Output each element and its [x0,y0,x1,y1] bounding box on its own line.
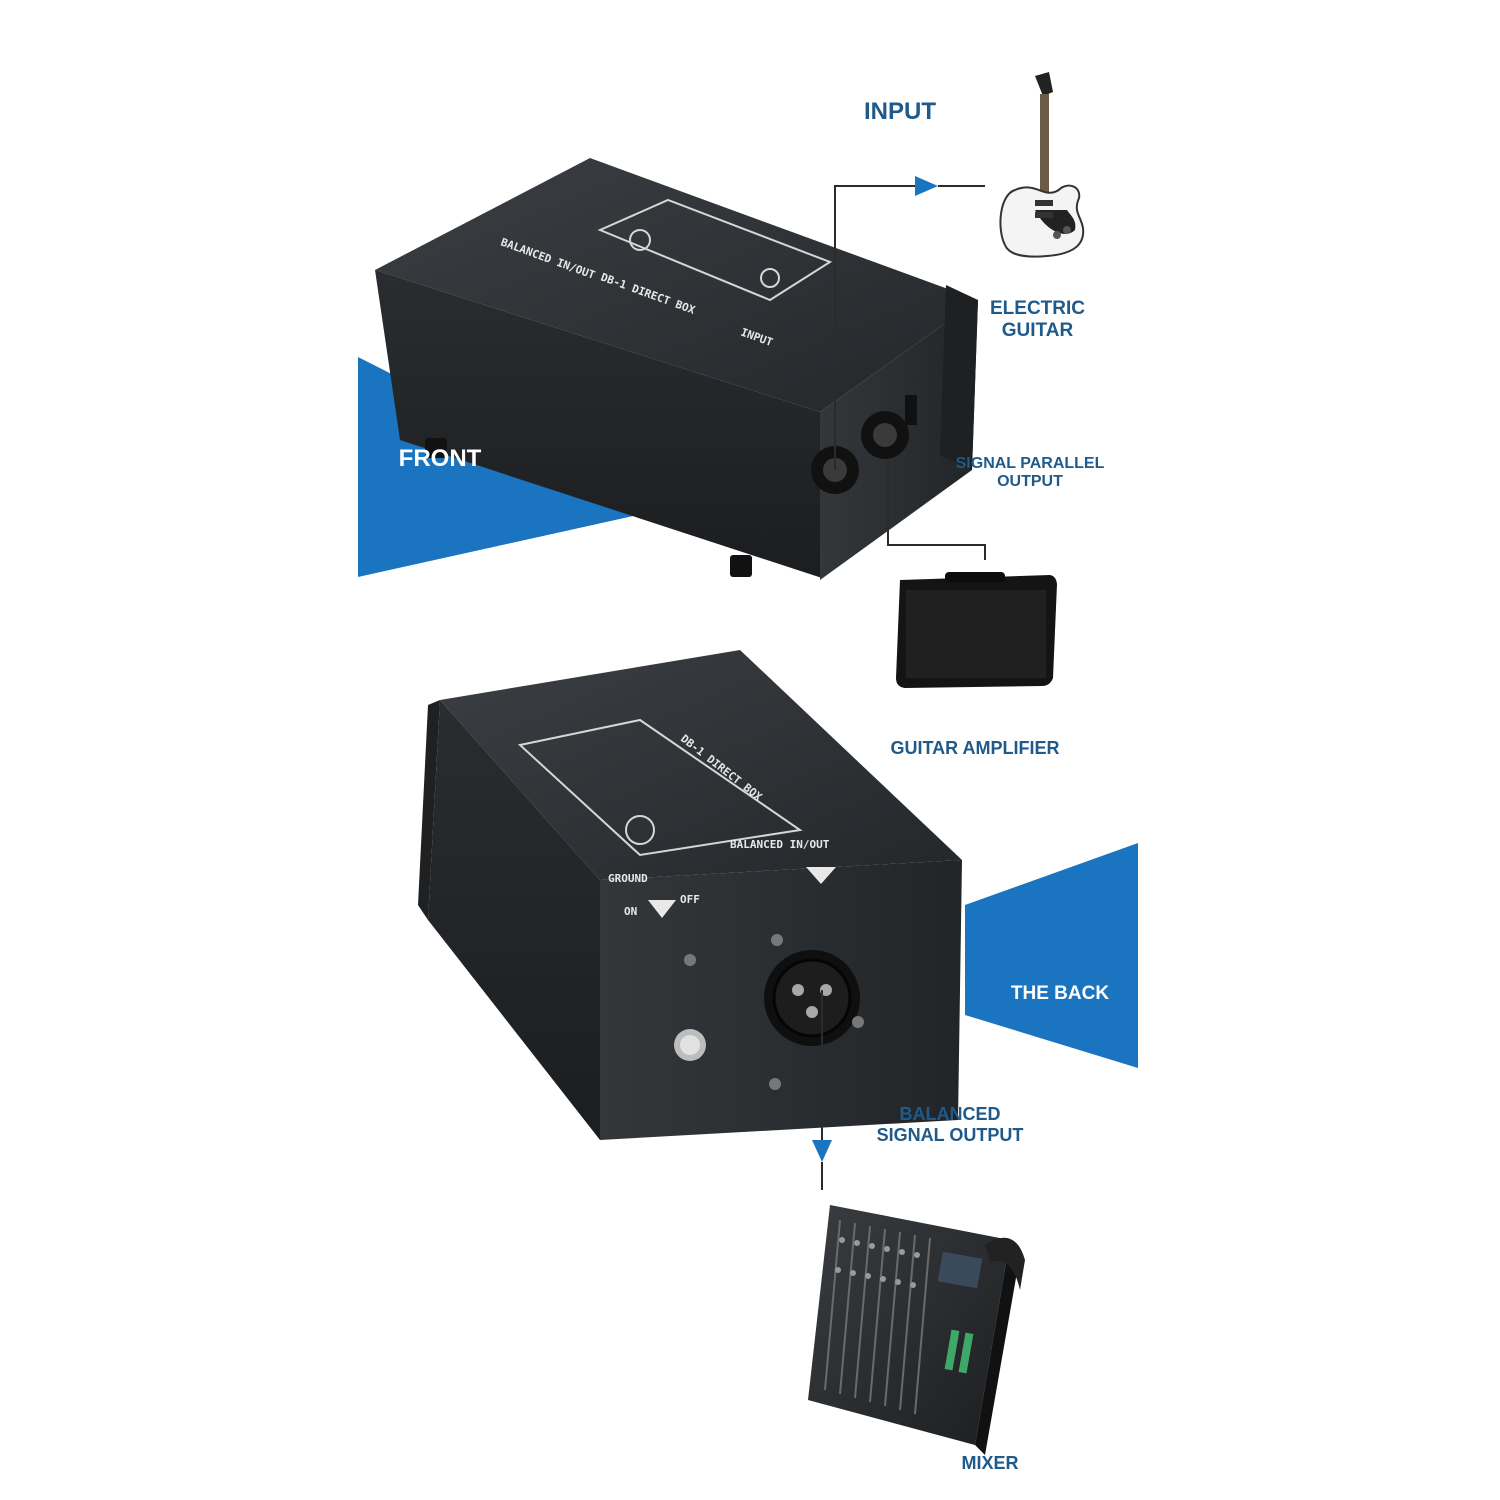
front-label: FRONT [398,445,482,472]
direct-box-front-view: DB-1 DIRECT BOX BALANCED IN/OUT INPUT [375,158,978,580]
the-back-label: THE BACK [1010,983,1110,1004]
input-arrow-head [915,176,938,196]
electric-guitar-label: ELECTRIC GUITAR [990,298,1085,341]
guitar-amplifier-icon [896,572,1057,688]
xlr-connector-icon [764,934,864,1046]
input-connection-line [834,185,915,470]
direct-box-back-view: DB-1 DIRECT BOX BALANCED IN/OUT GROUND O… [418,650,962,1140]
back-device-balanced-marking: BALANCED IN/OUT [730,838,830,851]
input-label: INPUT [864,98,936,125]
ground-switch-icon [674,954,706,1061]
back-device-on-marking: ON [624,905,637,918]
mixer-console-icon [808,1205,1025,1455]
guitar-amplifier-label: GUITAR AMPLIFIER [890,738,1060,758]
back-device-off-marking: OFF [680,893,700,906]
jack-input-icon [861,411,909,459]
back-blue-triangle [965,843,1138,1068]
balanced-signal-output-label: BALANCED SIGNAL OUTPUT [876,1104,1024,1145]
electric-guitar-icon [999,72,1085,258]
mixer-label: MIXER [961,1453,1019,1473]
back-device-ground-marking: GROUND [608,872,648,885]
balanced-output-arrow-head [812,1140,832,1162]
parallel-output-connection-line [887,462,986,560]
signal-parallel-output-label: SIGNAL PARALLEL OUTPUT [955,455,1105,491]
